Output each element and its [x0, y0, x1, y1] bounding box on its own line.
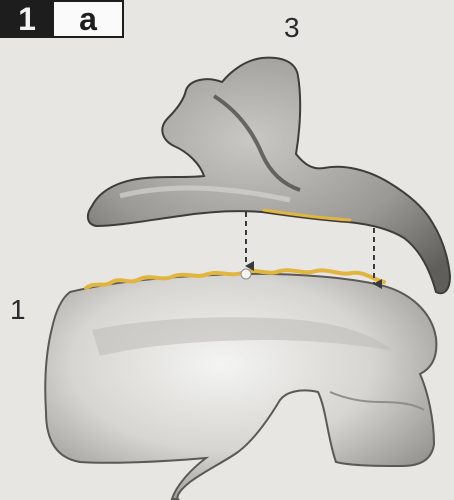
contact-point-marker: [241, 269, 251, 279]
upper-bone-body: [88, 58, 450, 294]
upper-bone-label: 3: [284, 14, 300, 42]
lower-bone-body: [45, 274, 436, 499]
lower-bone: [45, 270, 436, 499]
panel-number: 1: [0, 0, 54, 38]
panel-letter: a: [54, 0, 124, 38]
upper-bone: [88, 58, 450, 294]
panel-tag: 1 a: [0, 0, 124, 38]
lower-bone-label: 1: [10, 296, 26, 324]
